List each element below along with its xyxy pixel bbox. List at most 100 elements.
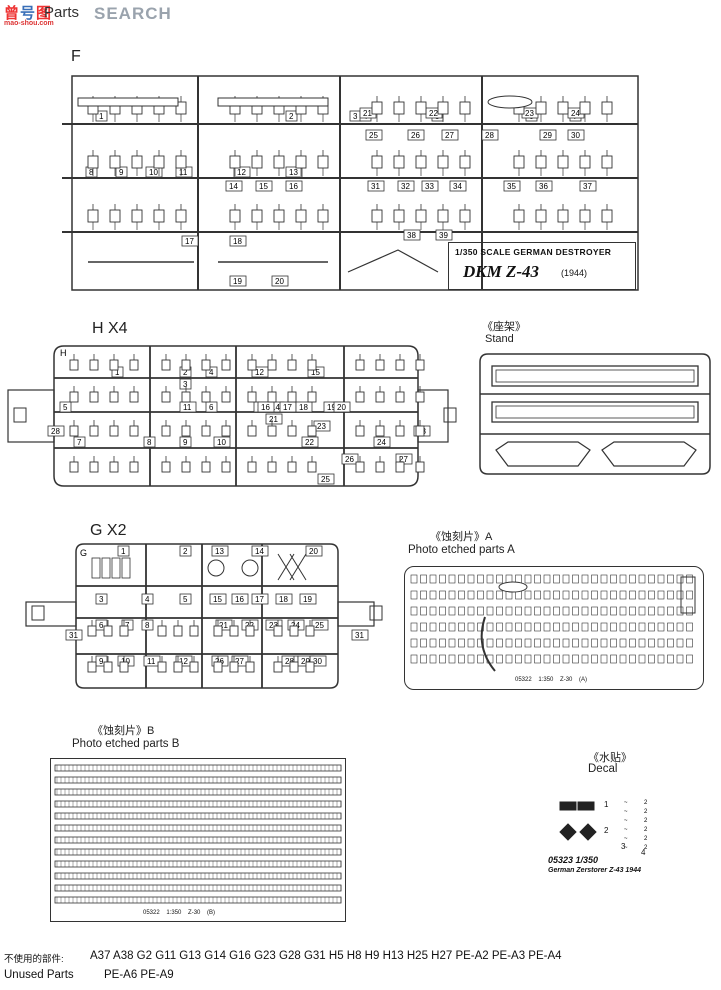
sprue-f-part <box>393 155 405 169</box>
svg-text:27: 27 <box>399 455 408 464</box>
sprue-f-part <box>535 209 547 223</box>
sprue-g-lattice <box>277 553 307 581</box>
pe-a-part <box>619 590 627 600</box>
sprue-g-ring-2 <box>241 559 259 577</box>
unused-label-en: Unused Parts <box>4 969 74 981</box>
svg-text:31: 31 <box>69 631 78 640</box>
pe-b-railing <box>54 896 342 904</box>
sprue-f-part <box>153 209 165 223</box>
pe-a-part <box>505 622 513 632</box>
pe-a-part <box>439 622 446 632</box>
sprue-g-part-number-31: 31 <box>65 629 83 641</box>
pe-a-part <box>648 574 655 584</box>
pe-a-part <box>439 590 446 600</box>
pe-a-boat <box>498 581 528 593</box>
sprue-g-tab-left <box>25 601 77 627</box>
sprue-h-part <box>267 359 277 371</box>
sprue-f-part <box>273 209 285 223</box>
svg-text:6: 6 <box>209 403 214 412</box>
sprue-f-part-number-15: 15 <box>255 180 273 192</box>
pe-a-part <box>534 654 541 664</box>
sprue-f-part-number-14: 14 <box>225 180 243 192</box>
sprue-h-part <box>181 359 191 371</box>
svg-text:16: 16 <box>261 403 270 412</box>
pe-a-part <box>572 638 579 648</box>
pe-a-part <box>448 574 456 584</box>
pe-a-part <box>410 606 418 616</box>
pe-a-label-en: Photo etched parts A <box>408 544 515 556</box>
sprue-f-part-number-37: 37 <box>579 180 597 192</box>
pe-a-part <box>515 606 522 616</box>
svg-text:8: 8 <box>147 438 152 447</box>
svg-text:15: 15 <box>311 368 320 377</box>
sprue-g-part <box>289 625 299 637</box>
svg-text:14: 14 <box>255 547 264 556</box>
decal-number-4: 4 <box>641 848 646 857</box>
pe-a-part <box>581 606 589 616</box>
svg-text:31: 31 <box>355 631 364 640</box>
sprue-f-part <box>175 155 187 169</box>
pe-a-part <box>562 638 570 648</box>
pe-a-part <box>657 606 665 616</box>
unused-parts-line1: A37 A38 G2 G11 G13 G14 G16 G23 G28 G31 H… <box>90 950 562 962</box>
pe-a-label-cn: 《蚀刻片》A <box>430 531 493 543</box>
decal-number-2: 2 <box>604 826 609 835</box>
pe-a-part <box>534 574 541 584</box>
svg-text:14: 14 <box>229 182 238 191</box>
sprue-f-part-number-3: 3 <box>349 110 362 122</box>
sprue-g-part <box>119 625 129 637</box>
sprue-f-part-number-26: 26 <box>407 129 425 141</box>
decal-sheet: ~2~2~2~2~2~2 1 2 3 4 05323 1/350 German … <box>548 778 708 882</box>
sprue-h-part <box>201 391 211 403</box>
svg-text:9: 9 <box>183 438 188 447</box>
sprue-f-part <box>557 155 569 169</box>
sprue-g-part <box>273 661 283 673</box>
pe-a-part <box>429 654 437 664</box>
pe-a-part <box>686 590 693 600</box>
decal-number-3: 3 <box>621 842 626 851</box>
pe-a-part <box>467 590 475 600</box>
sprue-g-part <box>229 625 239 637</box>
svg-text:25: 25 <box>315 621 324 630</box>
sprue-f-part <box>601 155 613 169</box>
sprue-h-part <box>395 425 405 437</box>
pe-a-part <box>448 606 456 616</box>
sprue-f-part-number-32: 32 <box>397 180 415 192</box>
pe-a-part <box>420 606 427 616</box>
pe-a-part <box>572 574 579 584</box>
stand-foot-right <box>601 441 697 467</box>
pe-a-part <box>553 622 560 632</box>
svg-text:7: 7 <box>125 621 130 630</box>
sprue-h-tab-left <box>7 389 55 443</box>
decal-number-1: 1 <box>604 800 609 809</box>
site-logo[interactable]: 曾号图 <box>4 5 53 22</box>
pe-a-part <box>553 654 560 664</box>
sprue-f-part <box>437 155 449 169</box>
svg-text:22: 22 <box>305 438 314 447</box>
pe-a-part <box>515 654 522 664</box>
sprue-f-part-number-19: 19 <box>229 275 247 287</box>
sprue-g-part <box>103 661 113 673</box>
svg-text:5: 5 <box>183 595 188 604</box>
sprue-h-part <box>109 461 119 473</box>
sprue-h-part-number-11: 11 <box>179 401 197 413</box>
sprue-h-part <box>69 391 79 403</box>
sprue-f-part-number-10: 10 <box>145 166 163 178</box>
sprue-h-part-number-16: 16 <box>257 401 275 413</box>
svg-text:2: 2 <box>289 112 294 121</box>
search-watermark: SEARCH <box>94 4 172 23</box>
pe-a-part <box>515 638 522 648</box>
sprue-f-part <box>109 209 121 223</box>
svg-text:16: 16 <box>235 595 244 604</box>
sprue-h-part <box>129 359 139 371</box>
pe-a-part <box>638 654 646 664</box>
pe-a-part <box>629 638 636 648</box>
unused-label-cn: 不使用的部件: <box>4 954 64 965</box>
sprue-h-part <box>89 461 99 473</box>
pe-a-part <box>676 654 684 664</box>
svg-text:36: 36 <box>539 182 548 191</box>
sprue-h-part <box>247 391 257 403</box>
pe-a-part <box>410 622 418 632</box>
pe-b-railing <box>54 884 342 892</box>
sprue-g-part-number-17: 17 <box>251 593 269 605</box>
